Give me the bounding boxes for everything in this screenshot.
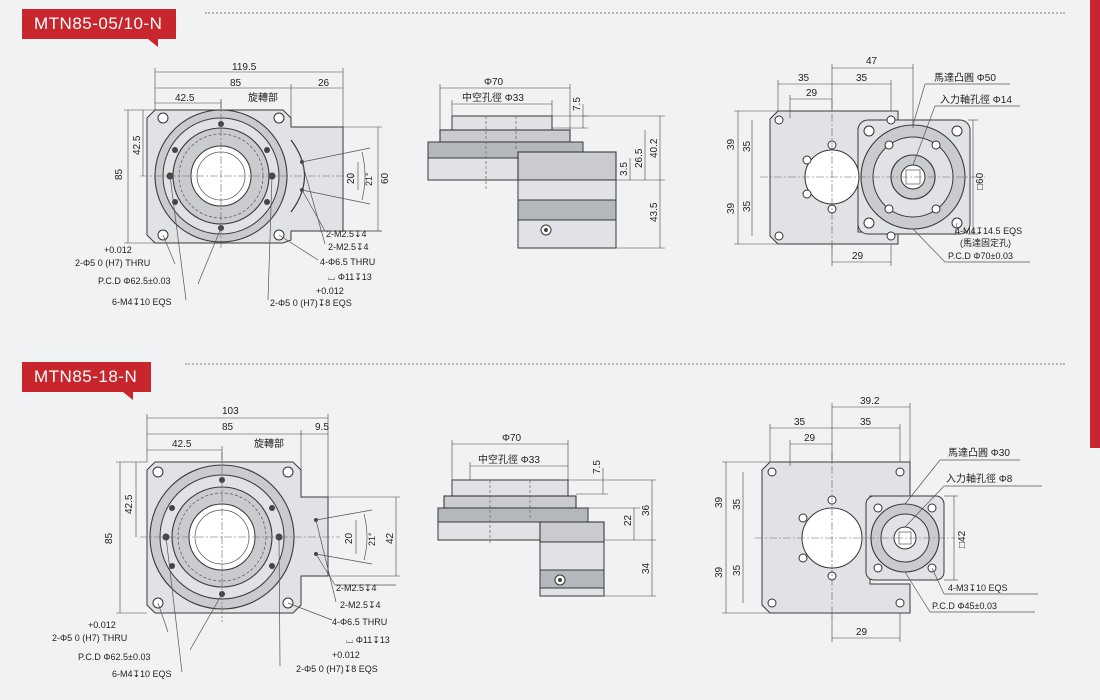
s1-rear-29b: 29: [852, 251, 864, 262]
s2-left-callout-2: 2-Φ5 0 (H7) THRU: [52, 633, 127, 643]
s1-dim-60: 60: [380, 172, 391, 184]
s2-side-phi70: Φ70: [502, 433, 522, 444]
s1-angle-21: 21°: [364, 172, 374, 186]
s2-rear-29b: 29: [856, 627, 868, 638]
s1-callout-5: +0.012: [316, 286, 344, 296]
s2-dim-85-v: 85: [104, 532, 115, 544]
s2-callout-1: 2-M2.5↧4: [336, 583, 377, 593]
s1-rear-m4: 4-M4↧14.5 EQS: [955, 226, 1022, 236]
s1-dim-20: 20: [346, 172, 357, 184]
s1-rotating-label: 旋轉部: [248, 91, 278, 104]
s2-rear-view: 39.2 35 35 29 29 39 35 39 35 □42 馬達凸圓 Φ3…: [714, 396, 1042, 642]
s1-rear-39b: 39: [726, 202, 737, 214]
s2-dim-20: 20: [344, 532, 355, 544]
s2-callout-5: +0.012: [332, 650, 360, 660]
s2-side-22: 22: [623, 514, 634, 526]
s1-rear-35a: 35: [798, 73, 810, 84]
s2-callout-2: 2-M2.5↧4: [340, 600, 381, 610]
s1-rear-fix: (馬達固定孔): [960, 237, 1011, 248]
s1-side-7-5: 7.5: [572, 97, 583, 111]
s2-front-view: 103 85 9.5 42.5 旋轉部 85 42.5 42 20 21° 2-…: [52, 406, 400, 679]
s2-callout-4: ⌴ Φ11↧13: [346, 635, 390, 645]
s2-rear-m3: 4-M3↧10 EQS: [948, 583, 1008, 593]
s1-rear-47: 47: [866, 56, 878, 67]
s2-rear-motor-boss: 馬達凸圓 Φ30: [948, 447, 1010, 459]
s1-dim-85-v: 85: [114, 168, 125, 180]
s1-rear-pcd: P.C.D Φ70±0.03: [948, 251, 1013, 261]
s1-front-view: 119.5 85 26 42.5 旋轉部 85 42.5 60 20 21° 2…: [75, 62, 391, 308]
s2-dim-9-5: 9.5: [315, 422, 329, 433]
s2-left-callout-4: 6-M4↧10 EQS: [112, 669, 172, 679]
s1-callout-6: 2-Φ5 0 (H7)↧8 EQS: [270, 298, 352, 308]
s2-left-callout-3: P.C.D Φ62.5±0.03: [78, 652, 151, 662]
s2-left-callout-1: +0.012: [88, 620, 116, 630]
section-divider-2: [185, 363, 1065, 365]
s1-side-bore: 中空孔徑 Φ33: [462, 91, 524, 104]
right-accent-bar: [1090, 0, 1100, 448]
s2-rear-29: 29: [804, 433, 816, 444]
s2-rear-shaft: 入力軸孔徑 Φ8: [946, 472, 1013, 485]
section-divider-1: [205, 12, 1065, 14]
s1-callout-4: ⌴ Φ11↧13: [328, 272, 372, 282]
s2-side-34: 34: [641, 562, 652, 574]
s2-rear-35b: 35: [860, 417, 872, 428]
s2-dim-42-5: 42.5: [172, 439, 192, 450]
s1-callout-3: 4-Φ6.5 THRU: [320, 257, 375, 267]
s1-rear-35d: 35: [742, 200, 753, 212]
s2-rear-39b: 39: [714, 566, 725, 578]
s1-side-43-5: 43.5: [649, 202, 660, 222]
s2-rear-39-2: 39.2: [860, 396, 880, 407]
s1-dim-42-5: 42.5: [175, 93, 195, 104]
s1-rear-shaft: 入力軸孔徑 Φ14: [940, 93, 1012, 106]
section-title-2: MTN85-18-N: [22, 362, 152, 400]
s1-side-view: Φ70 中空孔徑 Φ33 7.5 3.5 26.5 40.2 43.5: [427, 77, 665, 249]
s2-rear-sq42: □42: [957, 530, 968, 548]
s1-rear-35c: 35: [742, 140, 753, 152]
s2-rear-35c: 35: [732, 498, 743, 510]
s1-side-phi70: Φ70: [484, 77, 504, 88]
s1-side-26-5: 26.5: [634, 148, 645, 168]
s2-dim-85: 85: [222, 422, 234, 433]
s2-callout-6: 2-Φ5 0 (H7)↧8 EQS: [296, 664, 378, 674]
s2-dim-42-5-v: 42.5: [124, 494, 135, 514]
s2-rear-39a: 39: [714, 496, 725, 508]
s1-callout-2: 2-M2.5↧4: [328, 242, 369, 252]
s1-left-callout-1: +0.012: [104, 245, 132, 255]
s1-dim-42-5-v: 42.5: [132, 135, 143, 155]
s2-side-bore: 中空孔徑 Φ33: [478, 453, 540, 466]
s1-dim-119-5: 119.5: [232, 62, 257, 73]
s2-rotating-label: 旋轉部: [254, 437, 284, 450]
s2-rear-pcd: P.C.D Φ45±0.03: [932, 601, 997, 611]
s1-dim-85: 85: [230, 78, 242, 89]
s1-rear-39a: 39: [726, 138, 737, 150]
s2-side-view: Φ70 中空孔徑 Φ33 7.5 22 36 34: [437, 433, 656, 597]
s1-rear-sq60: □60: [975, 172, 986, 190]
s1-left-callout-3: P.C.D Φ62.5±0.03: [98, 276, 171, 286]
s2-side-7-5: 7.5: [592, 460, 603, 474]
s1-left-callout-4: 6-M4↧10 EQS: [112, 297, 172, 307]
s2-angle-21: 21°: [367, 532, 377, 546]
s1-side-3-5: 3.5: [619, 162, 630, 176]
s2-rear-35d: 35: [732, 564, 743, 576]
s1-dim-26: 26: [318, 78, 330, 89]
s2-dim-103: 103: [222, 406, 239, 417]
s1-callout-1: 2-M2.5↧4: [326, 229, 367, 239]
s1-rear-motor-boss: 馬達凸圓 Φ50: [934, 72, 996, 84]
section-title-1: MTN85-05/10-N: [22, 9, 177, 47]
s2-callout-3: 4-Φ6.5 THRU: [332, 617, 387, 627]
s2-rear-35a: 35: [794, 417, 806, 428]
s1-rear-view: 47 35 35 29 29 39 35 39 35 □60 馬達凸圓 Φ50 …: [726, 56, 1030, 266]
s1-left-callout-2: 2-Φ5 0 (H7) THRU: [75, 258, 150, 268]
s2-dim-42: 42: [385, 532, 396, 544]
s1-side-40-2: 40.2: [649, 138, 660, 158]
s2-side-36: 36: [641, 504, 652, 516]
s1-rear-29: 29: [806, 88, 818, 99]
s1-rear-35b: 35: [856, 73, 868, 84]
